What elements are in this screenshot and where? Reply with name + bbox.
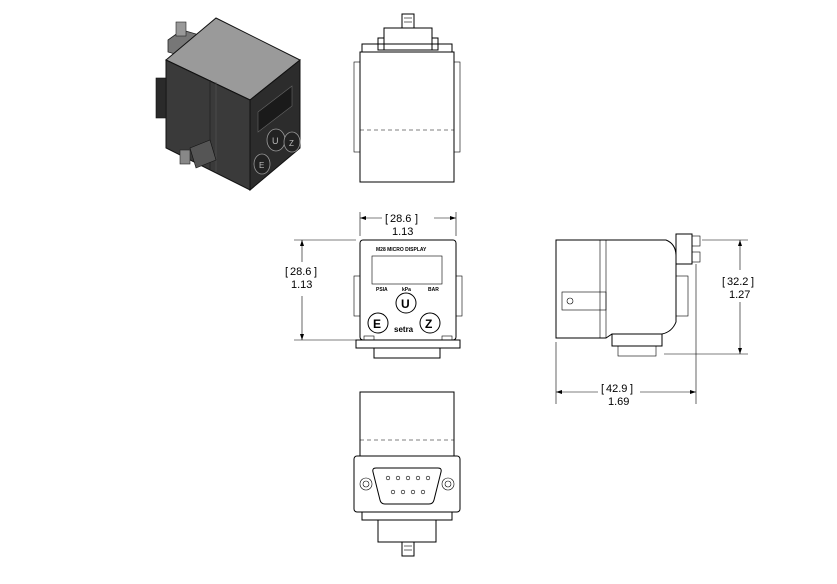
front-logo: setra bbox=[394, 325, 414, 334]
front-button-u bbox=[395, 292, 417, 314]
top-view bbox=[353, 13, 461, 183]
dim-side-width-mm: 42.9 bbox=[606, 383, 627, 395]
iso-button-e bbox=[253, 153, 271, 175]
front-unit-kpa: kPa bbox=[402, 287, 411, 293]
dim-front-width-mm: 28.6 bbox=[390, 213, 411, 225]
iso-button-u-label: U bbox=[272, 136, 279, 146]
front-view: M28 MICRO DISPLAY PSIA kPa BAR U E Z set… bbox=[353, 239, 463, 359]
dim-side-height-mm: 32.2 bbox=[727, 276, 748, 288]
iso-button-e-label: E bbox=[259, 161, 264, 170]
front-unit-bar: BAR bbox=[428, 287, 439, 293]
front-button-e bbox=[367, 312, 389, 334]
d-sub-connector bbox=[372, 467, 442, 505]
svg-text:]: ] bbox=[314, 266, 317, 278]
front-display-window bbox=[371, 255, 443, 285]
iso-button-z bbox=[283, 131, 301, 153]
dim-front-height: [ 28.6 ] 1.13 bbox=[285, 239, 356, 341]
dim-front-width: [ 28.6 ] 1.13 bbox=[359, 212, 457, 238]
dim-side-width: [ 42.9 ] 1.69 bbox=[555, 264, 697, 408]
front-button-z bbox=[419, 312, 441, 334]
front-title: M28 MICRO DISPLAY bbox=[376, 247, 427, 253]
dim-side-width-in: 1.69 bbox=[608, 396, 629, 408]
svg-text:]: ] bbox=[415, 213, 418, 225]
svg-text:[: [ bbox=[601, 383, 604, 395]
svg-text:]: ] bbox=[630, 383, 633, 395]
iso-left-bracket bbox=[155, 77, 167, 119]
iso-bottom-connector bbox=[179, 139, 217, 169]
dim-side-height-in: 1.27 bbox=[729, 289, 750, 301]
dim-front-width-in: 1.13 bbox=[392, 226, 413, 238]
iso-button-z-label: Z bbox=[289, 139, 294, 148]
front-button-z-label: Z bbox=[425, 317, 432, 331]
front-button-e-label: E bbox=[373, 317, 381, 331]
dim-front-height-mm: 28.6 bbox=[290, 266, 311, 278]
front-button-u-label: U bbox=[401, 297, 410, 311]
front-unit-psia: PSIA bbox=[376, 287, 388, 293]
svg-text:[: [ bbox=[722, 276, 725, 288]
iso-display-window bbox=[257, 85, 293, 133]
dim-side-height: [ 32.2 ] 1.27 bbox=[664, 239, 754, 355]
side-view bbox=[555, 233, 701, 357]
svg-text:[: [ bbox=[285, 266, 288, 278]
dim-front-height-in: 1.13 bbox=[291, 279, 312, 291]
svg-text:]: ] bbox=[751, 276, 754, 288]
d-sub-pins bbox=[385, 475, 431, 495]
isometric-view: U E Z bbox=[155, 17, 301, 192]
svg-text:[: [ bbox=[385, 213, 388, 225]
bottom-view bbox=[353, 391, 461, 557]
iso-buttons: U E Z bbox=[253, 128, 301, 175]
